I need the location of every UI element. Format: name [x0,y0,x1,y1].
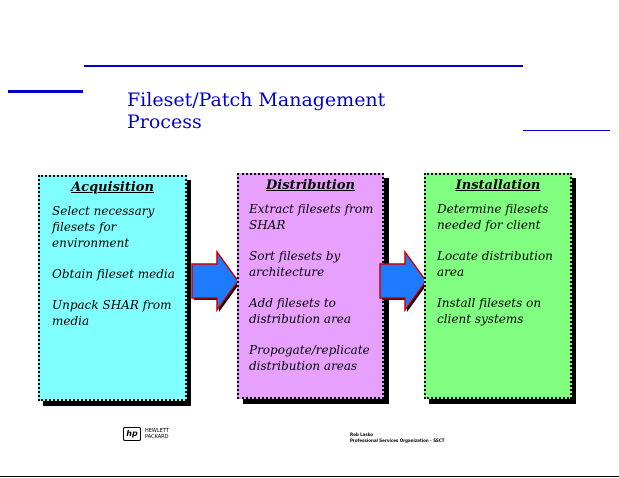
list-item: Install filesets on client systems [437,296,542,326]
hp-logo-line1: HEWLETT [145,428,169,434]
list-item: Select necessary filesets for environmen… [52,204,155,250]
list-item: Sort filesets by architecture [249,249,341,279]
list-item: Propogate/replicate distribution areas [249,343,370,373]
hp-logo: hp HEWLETT PACKARD [123,427,169,441]
acquisition-list: Select necessary filesets for environmen… [40,203,185,329]
installation-heading: Installation [455,178,541,193]
slide-title-line2: Process [127,111,202,133]
list-item: Obtain fileset media [52,267,175,281]
bottom-rule [0,476,619,477]
right-rule [523,130,610,131]
footer-author: Rob Lasko [350,432,374,437]
arrow-distribution-to-installation-icon [379,250,428,312]
list-item: Determine filesets needed for client [437,202,549,232]
distribution-heading: Distribution [266,178,355,193]
distribution-box: Distribution Extract filesets from SHAR … [237,173,384,399]
list-item: Locate distribution area [437,249,553,279]
distribution-list: Extract filesets from SHAR Sort filesets… [239,201,382,374]
hp-logo-mark: hp [123,427,141,441]
hp-logo-line2: PACKARD [145,434,169,440]
acquisition-box: Acquisition Select necessary filesets fo… [38,175,187,401]
list-item: Add filesets to distribution area [249,296,352,326]
arrow-acquisition-to-distribution-icon [191,250,240,312]
footer-org: Professional Services Organization - SSC… [350,438,445,443]
acquisition-heading: Acquisition [71,180,154,195]
top-rule [84,65,523,67]
left-accent-bar [8,90,83,93]
installation-box: Installation Determine filesets needed f… [424,173,572,399]
slide-title-line1: Fileset/Patch Management [127,89,386,111]
hp-logo-text: HEWLETT PACKARD [145,428,169,440]
installation-list: Determine filesets needed for client Loc… [426,201,570,327]
footer-credit: Rob Lasko Professional Services Organiza… [350,432,444,444]
list-item: Extract filesets from SHAR [249,202,374,232]
list-item: Unpack SHAR from media [52,298,172,328]
slide-title: Fileset/Patch Management Process [127,89,385,133]
